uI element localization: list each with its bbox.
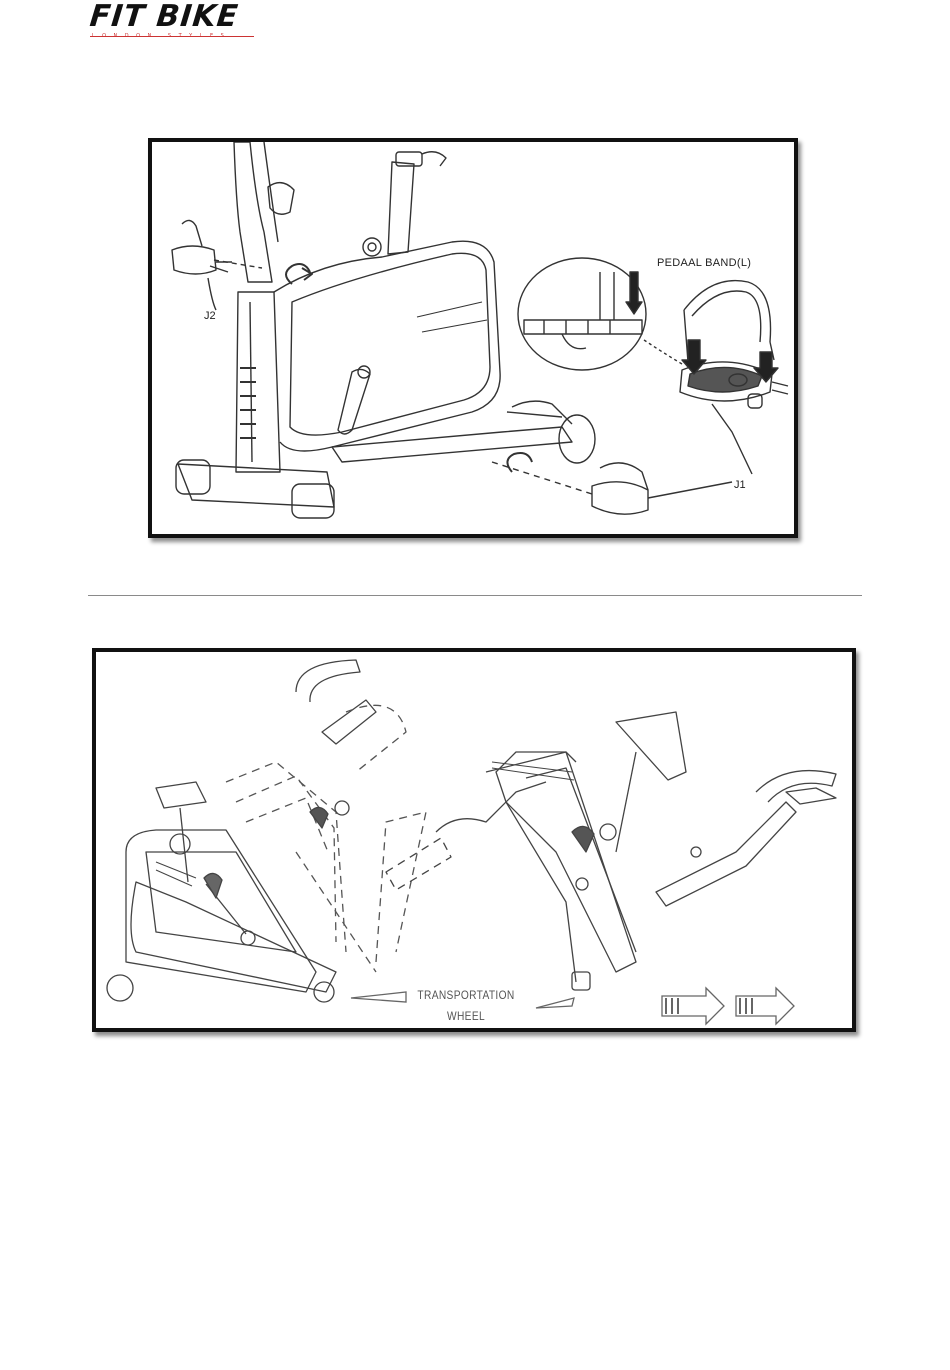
- part-j2-label: J2: [204, 310, 216, 322]
- logo-subtext: LONDON STYLES: [92, 33, 231, 39]
- brand-logo: FIT BIKE LONDON STYLES: [90, 2, 260, 42]
- transport-label-line2: WHEEL: [407, 1006, 526, 1027]
- pedal-assembly-figure: PEDAAL BAND(L) J2 J1: [148, 138, 798, 538]
- part-j1-label: J1: [734, 479, 746, 491]
- transport-label-line1: TRANSPORTATION: [407, 985, 526, 1006]
- transportation-wheel-label: TRANSPORTATION WHEEL: [407, 985, 526, 1027]
- logo-text: FIT BIKE: [88, 2, 261, 32]
- pedal-assembly-drawing: [152, 142, 794, 534]
- transportation-figure: TRANSPORTATION WHEEL: [92, 648, 856, 1032]
- transportation-drawing: [96, 652, 852, 1028]
- section-divider: [88, 595, 862, 596]
- pedal-band-label: PEDAAL BAND(L): [657, 257, 751, 269]
